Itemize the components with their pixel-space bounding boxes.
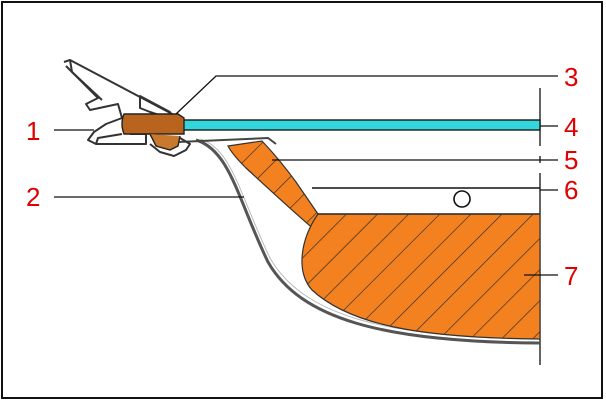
- glass-pane: [133, 119, 541, 131]
- gasket-lower: [149, 133, 181, 151]
- leader-3: [175, 75, 558, 115]
- callout-5: 5: [564, 145, 578, 175]
- callout-6: 6: [564, 175, 578, 205]
- callout-7: 7: [564, 261, 578, 291]
- support-plate: [177, 136, 277, 145]
- callout-4: 4: [564, 112, 578, 142]
- float-ball: [453, 190, 471, 208]
- top-fill-section: [227, 140, 323, 238]
- main-fill-body: [301, 213, 541, 340]
- gasket-seal: [121, 113, 185, 135]
- callout-3: 3: [564, 62, 578, 92]
- callout-2: 2: [26, 182, 40, 212]
- basin-shell: [195, 138, 541, 345]
- diagram-border: [1, 1, 603, 399]
- callout-1: 1: [26, 116, 40, 146]
- leader-lines: [54, 75, 558, 276]
